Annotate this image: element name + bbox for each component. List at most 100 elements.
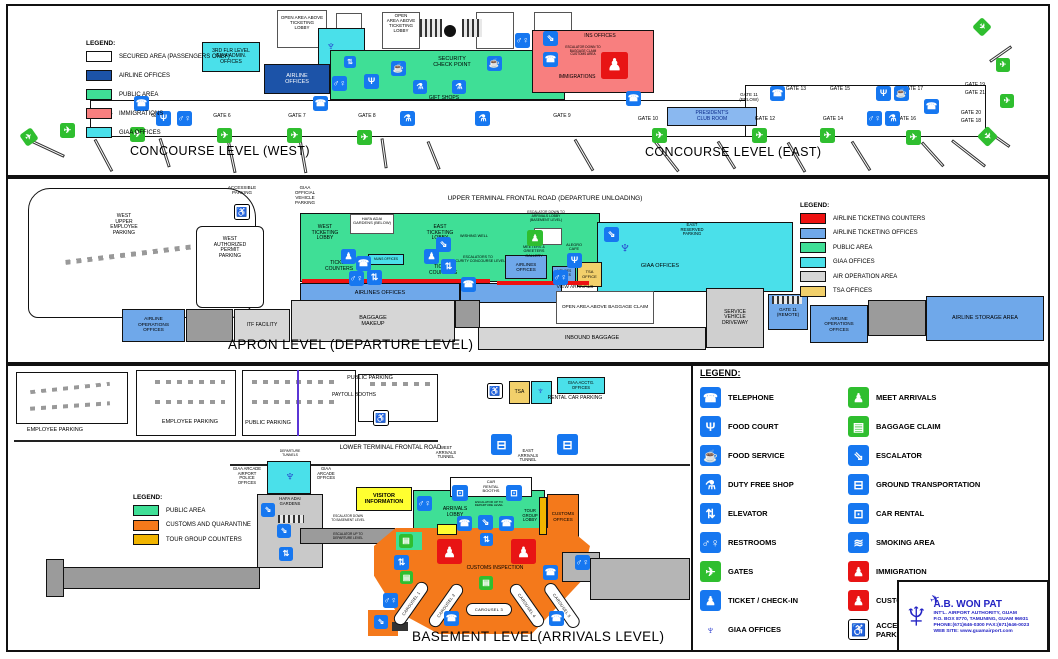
restrooms-icon: ♂♀ [553,270,568,285]
customs-icon: ♟ [848,590,869,611]
lot-c [242,370,356,436]
gate-19: GATE 19 [964,82,986,88]
legend-item: ✈GATES [700,561,848,582]
legend-swatch [86,89,112,100]
legend-title: LEGEND: [800,202,830,209]
security-check-point: SECURITY CHECK POINT [433,56,471,69]
restrooms-icon: ♂♀ [383,593,398,608]
gates-icon: ✈ [996,58,1010,72]
immigrations: IMMIGRATIONS [558,74,596,80]
gift-shops: GIFT SHOPS [428,95,460,101]
restrooms-icon: ♂♀ [417,496,432,511]
legend-swatch [800,227,826,239]
legend-label: GIAA OFFICES [119,129,161,136]
lot-b [136,370,236,436]
giaa-icon: ♆ [536,385,545,397]
dark-chip [392,622,408,631]
airplane-icon: ✈ [928,590,943,608]
legend-label: TICKET / CHECK-IN [728,596,798,605]
escalator-icon: ⇘ [848,445,869,466]
gates-icon: ✈ [820,128,835,143]
legend-label: CUSTOMS AND QUARANTINE [166,522,251,528]
car-rental-icon: ⊡ [506,485,522,501]
telephone-icon: ☎ [543,52,558,67]
legend-item: ⊟GROUND TRANSPORTATION [848,474,1044,495]
legend-label: AIRLINE TICKETING OFFICES [833,230,918,236]
escalator-icon: ⇘ [543,31,558,46]
ins-offices: INS OFFICES [584,33,616,39]
giaa-acctg-offices: GIAA ACCTG. OFFICES [557,377,605,394]
baggage-makeup-label: BAGGAGE MAKEUP [359,314,387,327]
car-rental-icon: ⊡ [848,503,869,524]
giaa-icon: ♆ [326,37,336,53]
airline-operations-east: AIRLINE OPERATIONS OFFICES [810,305,868,343]
gate-14: GATE 14 [822,116,844,122]
legend-apron: LEGEND: AIRLINE TICKETING COUNTERS AIRLIN… [800,202,1005,300]
gate-18: GATE 18 [960,118,982,124]
legend-label: AIRLINE OFFICES [119,72,171,79]
basement-title: BASEMENT LEVEL(ARRIVALS LEVEL) [412,629,665,644]
gray-block-3 [590,558,690,600]
legend-item: ⇅ELEVATOR [700,503,848,524]
elevator-icon: ⇅ [367,270,382,285]
gates-icon: ✈ [752,128,767,143]
ground-transportation-icon: ⊟ [491,434,512,455]
immigration-icon: ♟ [848,561,869,582]
carousel-pill: CAROUSEL 3 [466,603,512,616]
employee-parking-2: EMPLOYEE PARKING [161,419,219,425]
giaa-arcade-police: GIAA ARCADE AIRPORT POLICE OFFICES [232,466,262,486]
baggage-claim-icon: ▤ [479,576,493,590]
road-line-2 [230,464,690,466]
upper-terminal-road: UPPER TERMINAL FRONTAL ROAD (DEPARTURE U… [447,195,643,202]
giaa-icon: ♆ [618,237,632,257]
gate-6: GATE 6 [213,113,231,119]
legend-divider [691,366,693,650]
airline-storage-area: AIRLINE STORAGE AREA [926,296,1044,341]
legend-label: TSA OFFICES [833,288,873,294]
legend-label: AIR OPERATION AREA [833,273,898,280]
legend-label: AIRLINE TICKETING COUNTERS [833,215,926,222]
legend-label: GROUND TRANSPORTATION [876,480,981,489]
giaa-acctg-offices-label: GIAA ACCTG. OFFICES [567,379,595,390]
legend-item: CUSTOMS AND QUARANTINE [133,519,273,531]
ticket-counter-strip-1 [302,279,490,283]
arrivals-lobby: ARRIVALS LOBBY [442,506,468,518]
employee-parking-1: EMPLOYEE PARKING [26,427,84,433]
paytoll-booths: PAYTOLL BOOTHS [332,392,376,398]
escalator-up-departure-2: ESCALATOR UP TO DEPARTURE LEVEL [474,500,504,508]
telephone-icon: ☎ [543,565,558,580]
legend-swatch [133,534,159,545]
airline-operations-east-label: AIRLINE OPERATIONS OFFICES [824,316,854,332]
gate-16: GATE 16 [895,116,917,122]
escalator-hatch-b [462,19,482,37]
legend-title: LEGEND: [86,40,116,47]
apron-title: APRON LEVEL (DEPARTURE LEVEL) [228,337,474,352]
telephone-icon: ☎ [499,516,514,531]
giaa-arcade-offices: GIAA ARCADE OFFICES [316,466,336,481]
legend-item: ⚗DUTY FREE SHOP [700,474,848,495]
concourse-east-title: CONCOURSE LEVEL (EAST) [645,145,822,159]
telephone-icon: ☎ [549,611,564,626]
legend-item: ▤BAGGAGE CLAIM [848,416,1044,437]
parking-ticks [252,400,337,404]
telephone-icon: ☎ [457,516,472,531]
legend-item: PUBLIC AREA [133,505,273,516]
gates-icon: ✈ [357,130,372,145]
legend-item: ♆GIAA OFFICES [700,619,848,640]
open-area-above-baggage: OPEN AREA ABOVE BAGGAGE CLAIM [556,291,654,324]
escalator-to-customs: ESCALATOR DOWN TO BAGGAGE CLAIM CUSTOMS … [565,45,601,57]
itf-facility-label: ITF FACILITY [246,321,278,328]
logo-name: A.B. WON PAT [933,598,1003,610]
carousel-label: CAROUSEL 3 [474,607,504,612]
food-service-icon: ☕ [894,86,909,101]
east-arrivals-tunnel: EAST ARRIVALS TUNNEL [517,448,539,463]
customs-icon: ♟ [437,539,462,564]
customs-icon: ♟ [601,52,628,79]
airlines-offices-band-label: AIRLINES OFFICES [354,290,406,297]
airlines-offices-mid-label: AIRLINES OFFICES [515,261,537,272]
telephone-icon: ☎ [134,96,149,111]
road-line-1 [14,440,438,442]
ticket-icon: ♟ [341,249,356,264]
gate-21: GATE 21 [964,90,986,96]
